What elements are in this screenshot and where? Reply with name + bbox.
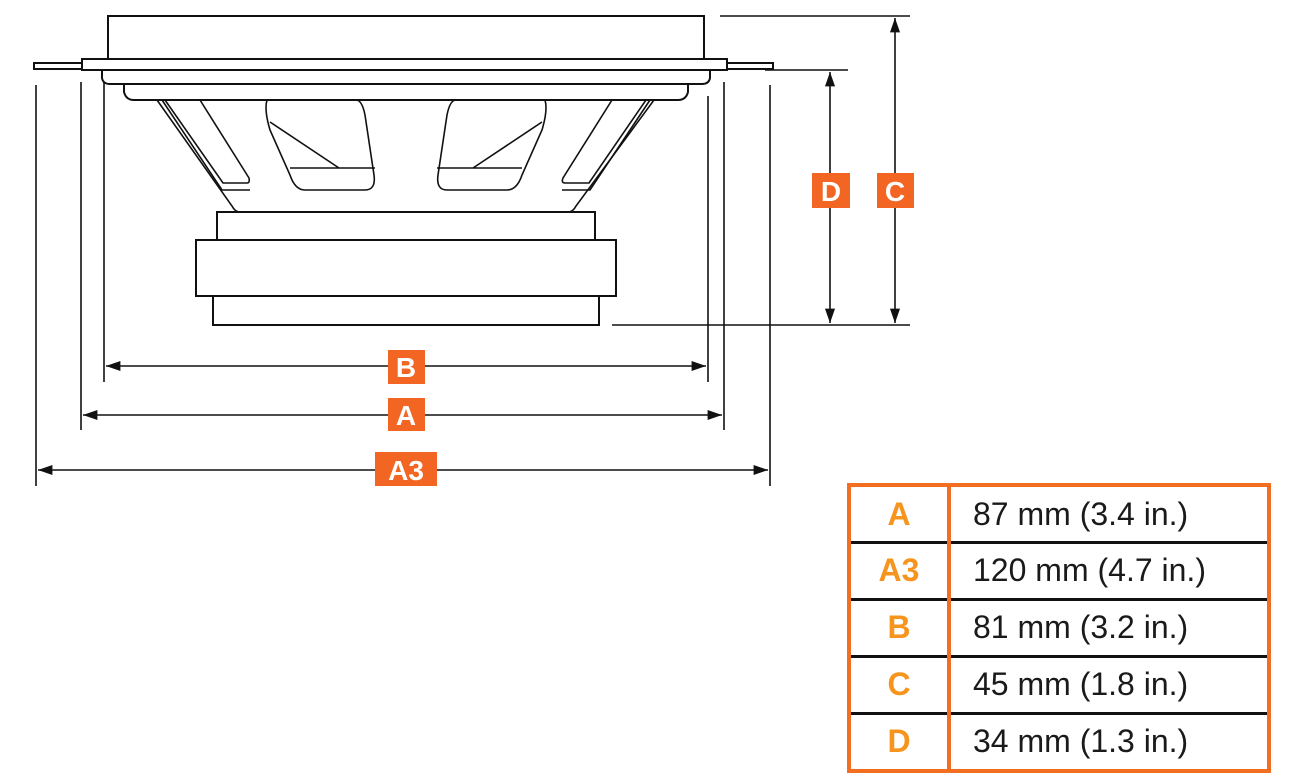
spec-value: 34 mm (1.3 in.) (949, 711, 1269, 771)
magnet (195, 239, 617, 297)
speaker-side-view (33, 15, 774, 326)
svg-text:B: B (396, 352, 416, 383)
table-row: A 87 mm (3.4 in.) (849, 485, 1269, 543)
svg-text:A: A (396, 400, 416, 431)
spec-key: A3 (849, 541, 951, 600)
svg-text:D: D (821, 176, 841, 207)
spec-key: C (849, 654, 951, 714)
speaker-flange (81, 58, 728, 71)
spec-value: 45 mm (1.8 in.) (949, 654, 1269, 714)
spec-value: 87 mm (3.4 in.) (973, 495, 1189, 532)
spec-key: D (849, 711, 951, 771)
label-c: C (877, 173, 914, 208)
basket-frame (156, 99, 655, 213)
label-d: D (812, 173, 850, 208)
speaker-cone-top (107, 15, 705, 60)
label-a3: A3 (375, 452, 437, 486)
bottom-plate (212, 295, 600, 326)
label-a: A (388, 398, 425, 431)
svg-text:A3: A3 (388, 455, 424, 486)
basket-lip (101, 70, 711, 85)
mount-tab-right (726, 62, 774, 70)
svg-text:C: C (885, 176, 905, 207)
spec-key: A (849, 485, 951, 543)
label-b: B (388, 350, 425, 384)
basket-lip-inner (123, 84, 689, 101)
spec-key: B (849, 597, 951, 657)
spec-value: 120 mm (4.7 in.) (949, 541, 1269, 600)
dimension-lines (35, 15, 910, 486)
spec-value: 81 mm (3.2 in.) (949, 597, 1269, 657)
mount-tab-left (33, 62, 83, 70)
top-plate (216, 211, 596, 241)
